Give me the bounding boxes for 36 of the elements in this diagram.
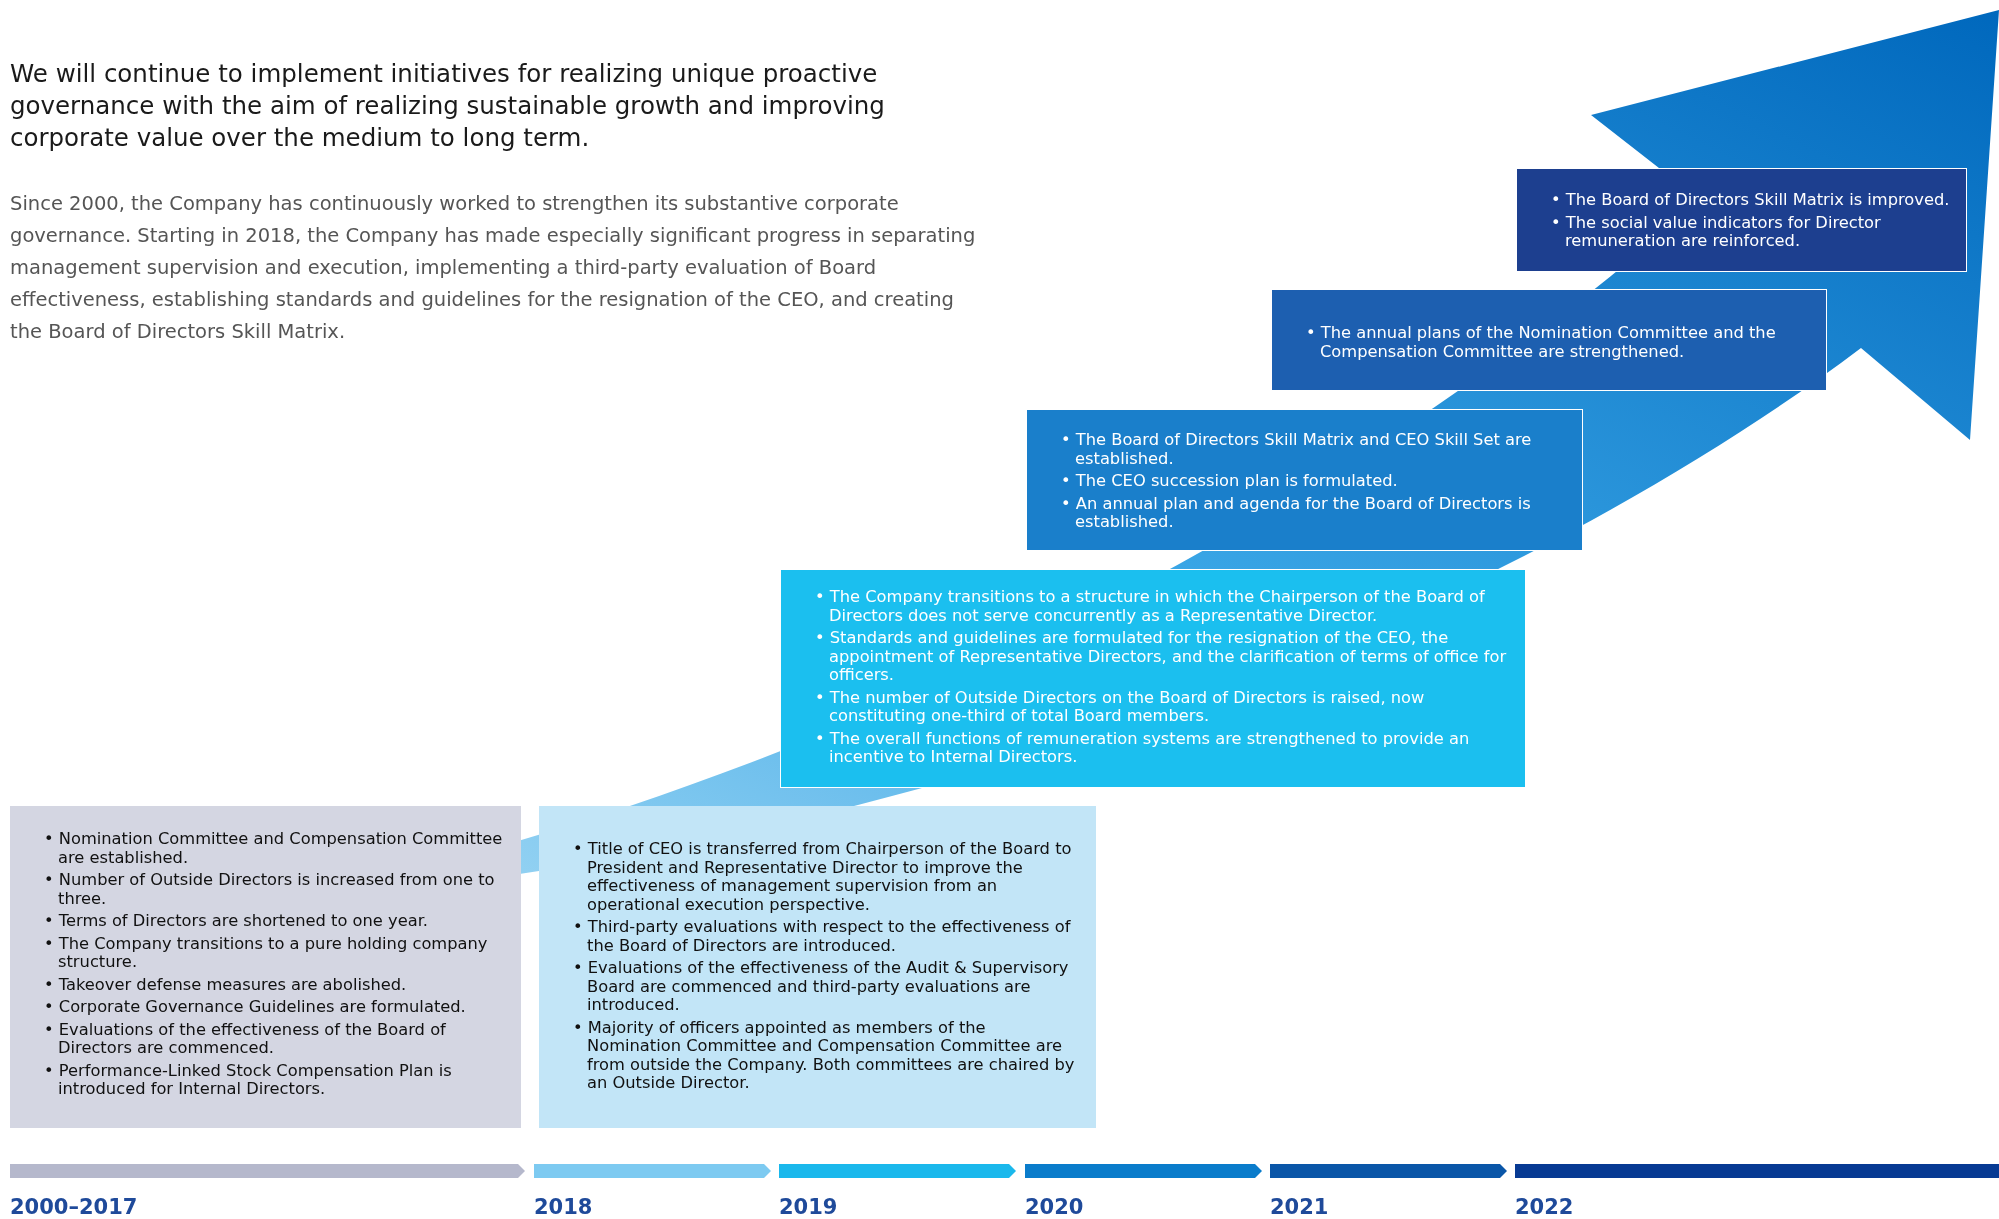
bullet-item: • Takeover defense measures are abolished. [44, 975, 408, 994]
bullet-item: • The number of Outside Directors on the Board of Directors is raised, now constituting one-third of total Board members. [815, 688, 1426, 726]
bullet-item: • The social value indicators for Director remuneration are reinforced. [1551, 213, 1882, 251]
bullet-item: • Title of CEO is transferred from Chairperson of the Board to President and Representative Director to improve the effectiveness of management supervision from an operational execution perspective. [573, 840, 1073, 914]
year-label: 2020 [1025, 1195, 1084, 1219]
bullet-item: • The Board of Directors Skill Matrix and CEO Skill Set are established. [1061, 431, 1533, 468]
bullet-item: • The Board of Directors Skill Matrix is improved. [1551, 191, 1951, 210]
year-label: 2021 [1270, 1195, 1329, 1219]
bullet-item: • Number of Outside Directors is increased from one to three. [44, 871, 496, 908]
year-label: 2019 [779, 1195, 838, 1219]
timeline-card [1271, 289, 1827, 391]
bullet-item: • Terms of Directors are shortened to one year. [44, 912, 430, 931]
bullet-item: • Majority of officers appointed as members of the Nomination Committee and Compensation Committee are from outside the Company. Both committees are chaired by an Outside Director. [573, 1018, 1076, 1093]
paragraph: Since 2000, the Company has continuously worked to strengthen its substantive corporate governance. Starting in 2018, the Company has made especially significant progress in separating management supervision and execution, implementing a third-party evaluation of Board effectiveness, establishing standards and guidelines for the resignation of the CEO, and creating the Board of Directors Skill Matrix. [10, 191, 977, 345]
bullet-item: • Performance-Linked Stock Compensation Plan is introduced for Internal Directors. [44, 1061, 453, 1099]
timeline-card [539, 806, 1096, 1128]
bullet-item: • Nomination Committee and Compensation Committee are established. [44, 830, 504, 867]
bullet-item: • An annual plan and agenda for the Board of Directors is established. [1061, 494, 1532, 532]
bullet-item: • Corporate Governance Guidelines are formulated. [44, 998, 467, 1017]
bullet-item: • The CEO succession plan is formulated. [1061, 472, 1399, 491]
year-label: 2018 [534, 1195, 593, 1219]
bullet-item: • Third-party evaluations with respect to the effectiveness of the Board of Directors are introduced. [573, 918, 1072, 955]
bullet-item: • The Company transitions to a structure in which the Chairperson of the Board of Directors does not serve concurrently as a Representative Director. [815, 588, 1486, 625]
bullet-item: • The overall functions of remuneration systems are strengthened to provide an incentive to Internal Directors. [815, 729, 1471, 767]
year-label: 2000–2017 [10, 1195, 138, 1219]
timeline-card [10, 806, 521, 1128]
bullet-item: • The Company transitions to a pure holding company structure. [44, 934, 489, 972]
bullet-item: • Standards and guidelines are formulated for the resignation of the CEO, the appointment of Representative Directors, and the clarification of terms of office for officers. [815, 629, 1508, 685]
timeline-card [1026, 409, 1583, 551]
timeline-card [1516, 168, 1967, 272]
bullet-item: • The annual plans of the Nomination Committee and the Compensation Committee are strengthened. [1306, 324, 1777, 361]
heading: We will continue to implement initiatives for realizing unique proactive governance with the aim of realizing sustainable growth and improving corporate value over the medium to long term. [10, 58, 886, 154]
bullet-item: • Evaluations of the effectiveness of the Audit & Supervisory Board are commenced and third-party evaluations are introduced. [573, 959, 1070, 1015]
bullet-item: • Evaluations of the effectiveness of the Board of Directors are commenced. [44, 1020, 447, 1058]
timeline-card [780, 569, 1526, 788]
year-label: 2022 [1515, 1195, 1574, 1219]
